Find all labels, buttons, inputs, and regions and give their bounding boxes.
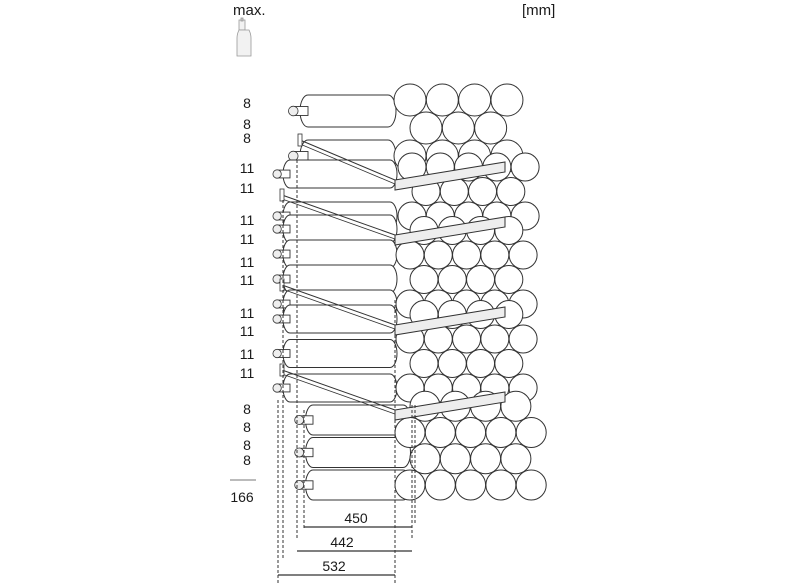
bottle-base: [466, 265, 496, 294]
bottle-base: [510, 152, 540, 182]
bottle-base: [494, 265, 524, 294]
bottle-base: [474, 111, 508, 145]
bottle-base: [395, 240, 425, 270]
shelf-2: [279, 188, 506, 246]
dimension-450: 450: [344, 510, 368, 526]
bottle-base: [500, 443, 532, 475]
shelf-count-13: 11: [239, 365, 255, 381]
bottle-base: [452, 324, 482, 354]
bottle-base: [393, 83, 427, 117]
bottle-base: [437, 349, 467, 378]
shelf-count-2: 8: [243, 116, 251, 132]
shelf-count-17: 8: [243, 452, 251, 468]
shelf-count-9: 11: [239, 272, 255, 288]
bottle-base: [423, 240, 453, 270]
bottle: [272, 239, 398, 269]
bottle-base: [485, 417, 517, 448]
bottle: [294, 469, 411, 501]
bottle: [272, 159, 398, 189]
shelf-count-4: 11: [239, 160, 255, 176]
shelf-count-16: 8: [243, 437, 251, 453]
bottle-base: [515, 469, 547, 501]
bottle: [272, 304, 398, 334]
dimension-532: 532: [322, 558, 346, 574]
bottle: [294, 437, 411, 468]
bottle-base: [515, 417, 547, 448]
max-label: max.: [233, 2, 266, 19]
bottle-base: [494, 349, 524, 378]
bottle-base: [508, 324, 538, 354]
bottle-base: [452, 240, 482, 270]
bottle-base: [439, 443, 471, 475]
total-bottle-count: 166: [230, 489, 254, 505]
bottle-base: [424, 417, 456, 448]
shelf-count-14: 8: [243, 401, 251, 417]
unit-label: [mm]: [522, 2, 556, 19]
bottle-base: [409, 443, 441, 475]
shelf-count-1: 8: [243, 95, 251, 111]
bottle-base: [485, 469, 517, 501]
bottle-base: [455, 469, 487, 501]
shelf-count-3: 8: [243, 130, 251, 146]
bottle-base: [496, 177, 526, 206]
bottle-base: [455, 417, 487, 448]
bottle-base: [458, 83, 492, 117]
bottle-base: [394, 417, 426, 448]
bottle-base: [409, 349, 439, 378]
shelf-1: [297, 133, 506, 191]
bottle-base: [468, 177, 498, 206]
wine-bottle-icon: [236, 17, 252, 57]
bottle-base: [409, 111, 443, 145]
bottle-base: [500, 390, 532, 422]
bottle-base: [394, 469, 426, 501]
bottle: [272, 373, 398, 403]
shelf-count-7: 11: [239, 231, 255, 247]
bottle-base: [470, 443, 502, 475]
dimension-442: 442: [330, 534, 354, 550]
bottle-base: [424, 469, 456, 501]
bottle: [288, 94, 397, 128]
bottle-base: [409, 265, 439, 294]
bottle: [272, 264, 398, 294]
shelf-count-8: 11: [239, 254, 255, 270]
bottle-base: [480, 324, 510, 354]
shelf-count-11: 11: [239, 323, 255, 339]
bottle-zone-3: [272, 214, 538, 319]
shelf-count-10: 11: [239, 305, 255, 321]
shelf-count-5: 11: [239, 180, 255, 196]
bottle-base: [490, 83, 524, 117]
bottle-base: [425, 83, 459, 117]
bottle-base: [437, 265, 467, 294]
shelf-count-6: 11: [239, 212, 255, 228]
shelf-count-12: 11: [239, 346, 255, 362]
shelf-count-15: 8: [243, 419, 251, 435]
bottle-base: [441, 111, 475, 145]
bottle-base: [508, 240, 538, 270]
bottle-base: [480, 240, 510, 270]
bottle-base: [466, 349, 496, 378]
bottle: [272, 339, 398, 368]
